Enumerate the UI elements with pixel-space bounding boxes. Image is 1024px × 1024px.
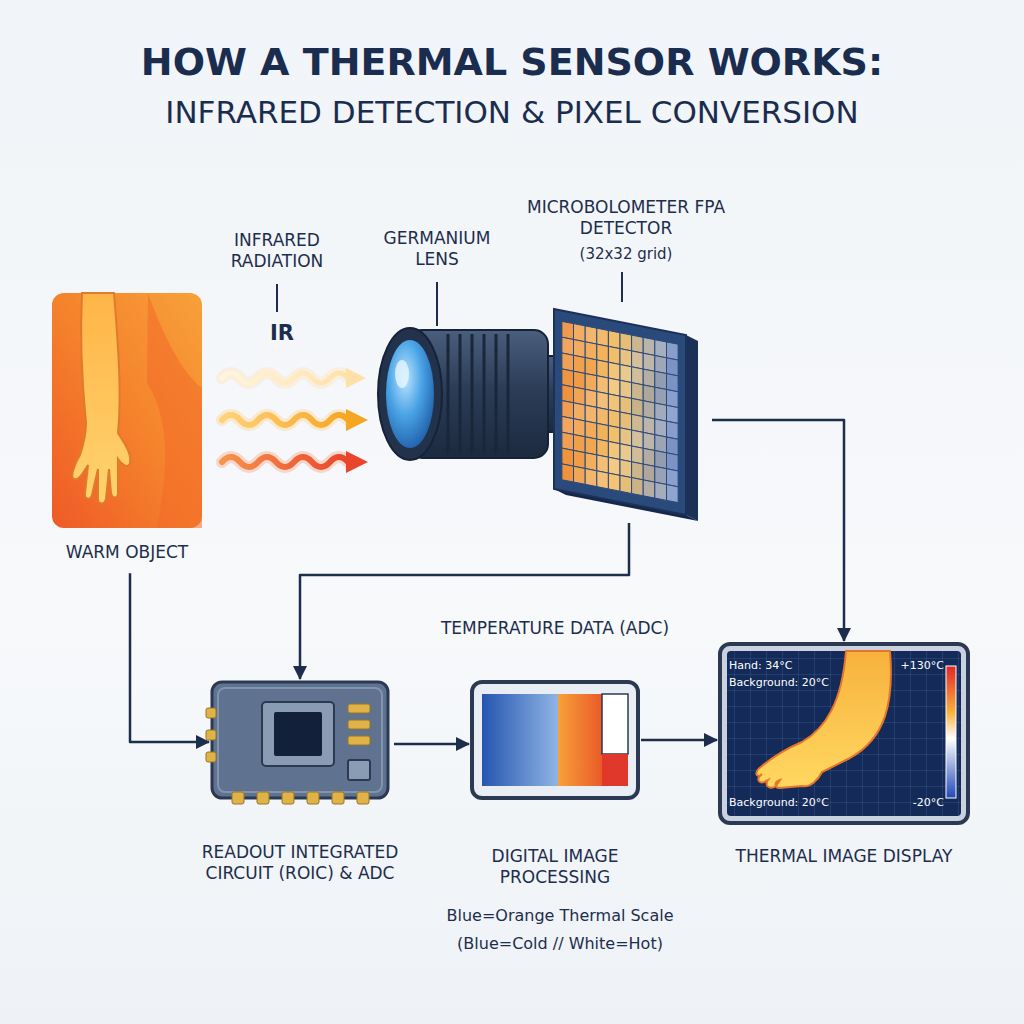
flow-arrow (712, 420, 844, 641)
detector-label: MICROBOLOMETER FPA DETECTOR (526, 197, 726, 240)
processing-box-shape (470, 680, 640, 800)
microbolometer-detector: MICROBOLOMETER FPA DETECTOR(32x32 grid) (548, 305, 710, 527)
scale-max: +130°C (890, 659, 944, 673)
roic-board-shape (210, 680, 390, 804)
processing-label: DIGITAL IMAGE PROCESSING (450, 846, 660, 889)
warm-object-shape (52, 293, 202, 528)
data-label: TEMPERATURE DATA (ADC) (435, 618, 675, 639)
warm-object: WARM OBJECT (52, 293, 202, 528)
roic-board: READOUT INTEGRATED CIRCUIT (ROIC) & ADC (210, 680, 390, 804)
scale-note: (Blue=Cold // White=Hot) (360, 934, 760, 954)
lens-label: GERMANIUM LENS (362, 228, 512, 271)
flow-arrow (394, 743, 469, 746)
processing-box: TEMPERATURE DATA (ADC)DIGITAL IMAGE PROC… (470, 680, 640, 800)
flow-arrow (300, 523, 629, 679)
scale-min: -20°C (890, 796, 944, 810)
flow-arrow (641, 739, 717, 742)
roic-label: READOUT INTEGRATED CIRCUIT (ROIC) & ADC (170, 842, 430, 885)
subtitle: INFRARED DETECTION & PIXEL CONVERSION (0, 93, 1024, 132)
radiation-label: INFRARED RADIATION (212, 230, 342, 273)
screen-reading: Hand: 34°C (729, 659, 849, 673)
screen-reading: Background: 20°C (729, 676, 849, 690)
display-label: THERMAL IMAGE DISPLAY (724, 846, 964, 867)
microbolometer-detector-shape (548, 305, 710, 527)
scale-note: Blue=Orange Thermal Scale (360, 906, 760, 926)
ir-waves (222, 368, 368, 473)
screen-reading: Background: 20°C (729, 796, 849, 810)
object-label: WARM OBJECT (32, 542, 222, 563)
diagram-title: HOW A THERMAL SENSOR WORKS: (0, 40, 1024, 84)
ir-tag: IR (257, 320, 307, 346)
flow-arrow (130, 573, 209, 742)
grid-size-note: (32x32 grid) (526, 245, 726, 264)
